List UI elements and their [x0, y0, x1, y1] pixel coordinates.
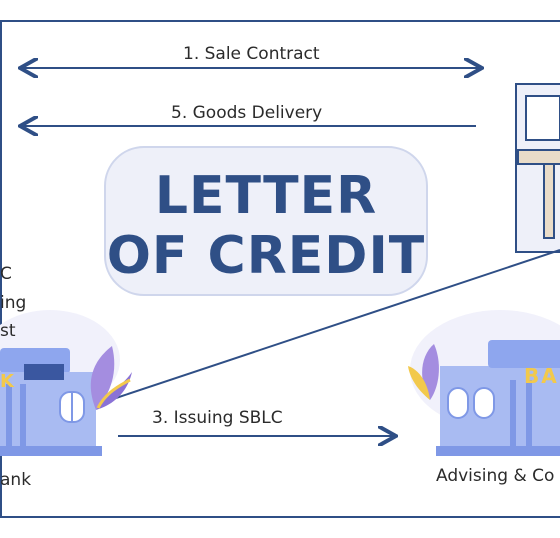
- title-line-2: OF CREDIT: [106, 226, 426, 286]
- issuing-bank-label: ank: [0, 470, 32, 490]
- sale-contract-label: 1. Sale Contract: [183, 44, 320, 64]
- advising-bank-sign: BA: [524, 364, 559, 388]
- issuing-sblc-label: 3. Issuing SBLC: [152, 408, 283, 428]
- advising-bank-building-icon: [410, 310, 560, 456]
- leaf-plant-icon: [90, 346, 132, 410]
- title-line-1: LETTER: [154, 166, 378, 226]
- seller-building-icon: [515, 83, 560, 253]
- issuing-bank-sign: K: [0, 371, 14, 392]
- issuing-bank-building-icon: [0, 310, 120, 456]
- request-arrow: [115, 249, 560, 399]
- applicant-text-fragment-1: C: [0, 264, 12, 284]
- goods-delivery-label: 5. Goods Delivery: [171, 103, 323, 123]
- diagram-frame: [0, 20, 560, 518]
- leaf-plant-right-icon: [408, 344, 439, 400]
- title-box: LETTER OF CREDIT: [104, 146, 428, 296]
- applicant-text-fragment-2: ing: [0, 293, 27, 313]
- advising-bank-label: Advising & Co: [436, 466, 555, 486]
- applicant-text-fragment-3: st: [0, 321, 16, 341]
